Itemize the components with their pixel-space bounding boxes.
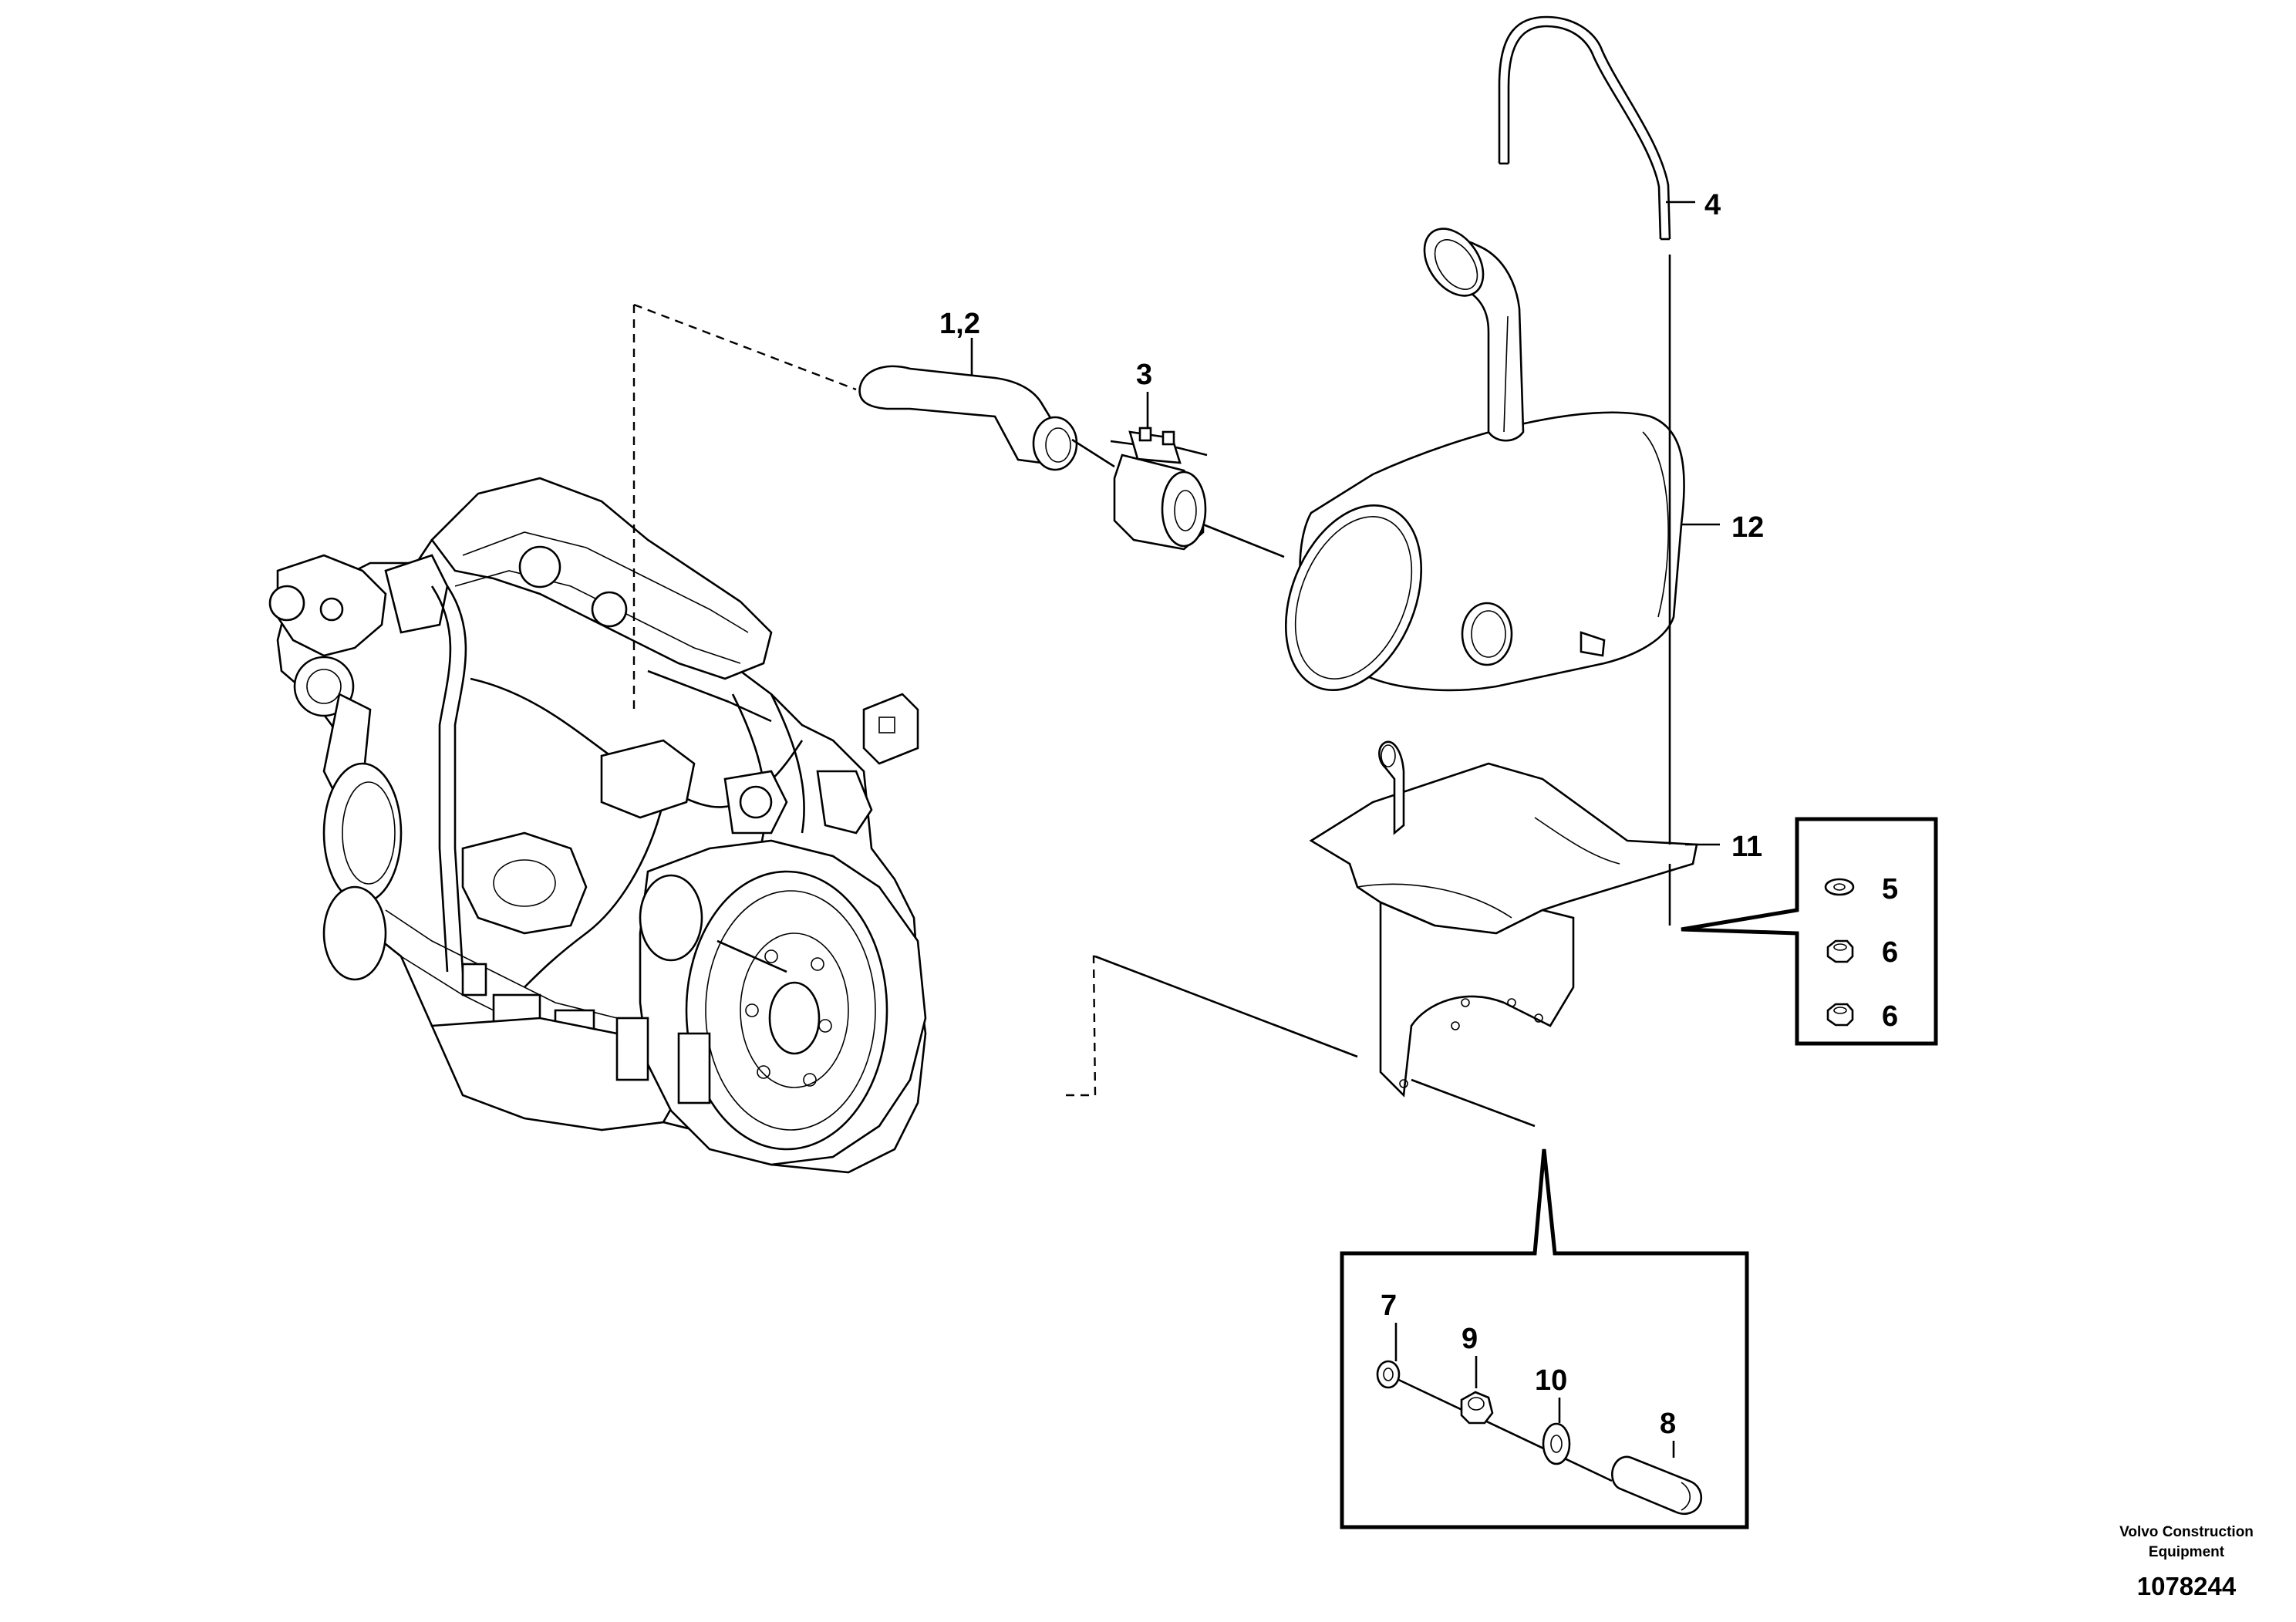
u-bolt-part-4 — [1498, 15, 1671, 241]
detail-box-nuts-washers — [1681, 817, 1938, 1046]
credit-line-1: Volvo Construction — [2119, 1524, 2254, 1540]
callout-9: 9 — [1462, 1323, 1478, 1355]
bracket-part-11 — [1309, 740, 1698, 1098]
callout-8: 8 — [1660, 1408, 1676, 1440]
callout-7: 7 — [1381, 1290, 1397, 1322]
engine-illustration — [268, 477, 927, 1174]
exhaust-pipe-part-1-2 — [858, 365, 1078, 471]
callout-1-2: 1,2 — [939, 308, 980, 340]
callout-3: 3 — [1136, 359, 1152, 391]
callout-4: 4 — [1704, 189, 1721, 221]
clamp-part-3 — [1110, 427, 1208, 551]
callout-12: 12 — [1731, 511, 1764, 544]
muffler-part-12 — [1284, 228, 1685, 692]
credit-line-2: Equipment — [2149, 1544, 2225, 1560]
callout-5: 5 — [1882, 873, 1898, 905]
callout-11: 11 — [1731, 831, 1762, 863]
assembly-lines — [632, 255, 1671, 1128]
document-number: 1078244 — [2137, 1572, 2237, 1600]
callout-6-upper: 6 — [1882, 936, 1898, 969]
publisher-credit: Volvo Construction Equipment 1078244 — [2119, 1524, 2254, 1600]
callout-6-lower: 6 — [1882, 1000, 1898, 1033]
callout-10: 10 — [1535, 1364, 1567, 1397]
callout-labels: 1,2 3 4 12 11 5 6 6 7 9 10 8 — [939, 189, 1898, 1440]
detail-box-bolt-assembly — [1340, 1148, 1749, 1529]
